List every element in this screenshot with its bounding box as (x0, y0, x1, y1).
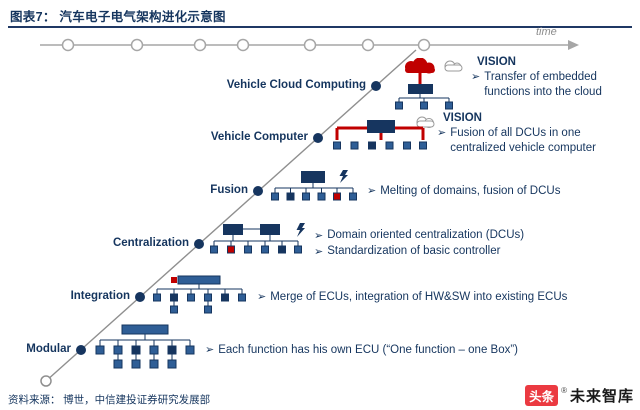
registered-mark-icon: ® (561, 386, 567, 395)
figure-title: 图表7： 汽车电子电气架构进化示意图 (10, 10, 226, 24)
vehicle-computer-topology-icon (329, 114, 437, 162)
fusion-topology-icon (269, 170, 359, 212)
stage-desc-vehicle-cloud-computing: ➢ Transfer of embedded functions into th… (471, 71, 602, 98)
toutiao-badge: 头条 (525, 385, 559, 406)
stage-label-modular: Modular (26, 343, 71, 355)
time-axis-label: time (536, 26, 557, 38)
stage-label-vehicle-cloud-computing: Vehicle Cloud Computing (226, 79, 366, 91)
arrow-bullet-icon: ➢ (437, 127, 447, 139)
evolution-diagonal-line (45, 49, 417, 382)
modular-ecu-topology-icon (92, 324, 197, 372)
stage-desc-centralization: ➢ Domain oriented centralization (DCUs) … (314, 229, 525, 258)
arrow-bullet-icon: ➢ (471, 71, 481, 83)
stage-desc-integration: ➢ Merge of ECUs, integration of HW&SW in… (257, 291, 568, 303)
stage-desc-modular: ➢ Each function has his own ECU (“One fu… (205, 344, 519, 356)
source-note: 资料来源： 博世，中信建投证券研究发展部 (8, 395, 211, 406)
cloud-red-icon (405, 57, 435, 74)
arrow-bullet-icon: ➢ (257, 291, 267, 303)
integration-ecu-topology-icon (151, 275, 249, 319)
stage-label-fusion: Fusion (210, 184, 248, 196)
stage-label-centralization: Centralization (112, 237, 189, 249)
cloud-outline-icon (444, 60, 463, 72)
stage-desc-fusion: ➢ Melting of domains, fusion of DCUs (367, 185, 561, 197)
lightning-icon (296, 223, 305, 237)
arrow-bullet-icon: ➢ (205, 344, 215, 356)
arrow-bullet-icon: ➢ (367, 185, 377, 197)
arrow-bullet-icon: ➢ (314, 246, 324, 258)
vision-label: VISION (477, 56, 516, 68)
vehicle-cloud-topology-icon (387, 57, 471, 110)
vision-label: VISION (443, 112, 482, 124)
centralization-dcu-topology-icon (210, 222, 306, 266)
diagonal-start-circle (40, 375, 52, 387)
stage-label-vehicle-computer: Vehicle Computer (210, 131, 308, 143)
brand-logo: 头条 ® 未来智库 (525, 385, 634, 406)
axis-tick-circles (61, 38, 431, 52)
stage-label-integration: Integration (70, 290, 130, 302)
stage-desc-vehicle-computer: ➢ Fusion of all DCUs in one centralized … (437, 127, 596, 154)
stage-dots (76, 81, 381, 355)
cloud-outline-icon (416, 116, 435, 128)
brand-name: 未来智库 (569, 388, 634, 405)
title-underline (8, 26, 632, 28)
time-axis-arrow-icon (568, 40, 579, 50)
arrow-bullet-icon: ➢ (314, 230, 324, 242)
lightning-icon (339, 170, 348, 183)
